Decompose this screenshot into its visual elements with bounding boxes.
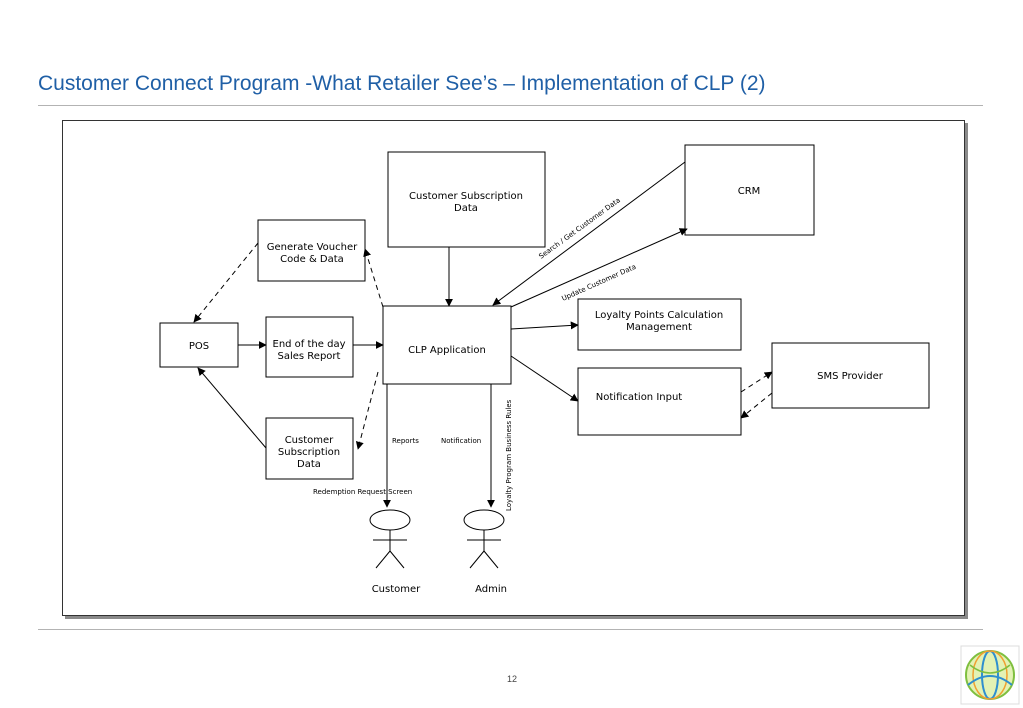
subscription-top-label-2: Data (454, 203, 478, 214)
node-customer-subscription-top: Customer Subscription Data (387, 151, 546, 248)
arrow-clp-to-notification (510, 355, 579, 402)
label-notification: Notification (441, 437, 481, 445)
generate-voucher-label-1: Generate Voucher (267, 242, 358, 253)
title-divider (38, 105, 983, 106)
label-redemption: Redemption Request Screen (313, 488, 412, 496)
node-clp-application: CLP Application (382, 305, 512, 385)
arrow-clp-to-loyalty (510, 321, 579, 330)
subscription-small-label-2: Subscription (278, 447, 340, 458)
crm-label: CRM (738, 186, 761, 197)
pos-label: POS (189, 341, 209, 352)
loyalty-points-label-2: Management (626, 322, 692, 333)
label-business-rules: Loyalty Program Business Rules (505, 399, 513, 511)
subscription-top-label-1: Customer Subscription (409, 191, 523, 202)
label-update-customer: Update Customer Data (561, 263, 638, 303)
label-reports: Reports (392, 437, 419, 445)
subscription-small-label-3: Data (297, 459, 321, 470)
dashed-voucher-to-pos (193, 242, 259, 323)
generate-voucher-label-2: Code & Data (280, 254, 344, 265)
page-number: 12 (506, 674, 517, 684)
label-search-get-customer: Search / Get Customer Data (537, 196, 621, 260)
end-of-day-label-2: Sales Report (278, 351, 341, 362)
node-generate-voucher: Generate Voucher Code & Data (257, 219, 366, 282)
node-pos: POS (159, 322, 239, 368)
clp-application-label: CLP Application (408, 345, 486, 356)
loyalty-points-label-1: Loyalty Points Calculation (595, 310, 723, 321)
notification-input-label: Notification Input (596, 392, 683, 403)
node-notification-input: Notification Input (577, 367, 742, 436)
node-customer-subscription-small: Customer Subscription Data (265, 417, 354, 480)
dashed-notification-to-sms (740, 371, 773, 393)
dashed-clp-to-voucher (363, 248, 384, 308)
actor-customer: Customer (369, 509, 421, 595)
sms-provider-label: SMS Provider (817, 371, 884, 382)
actor-admin: Admin (463, 509, 507, 595)
arrow-subscription-to-pos (197, 367, 267, 449)
slide-title: Customer Connect Program -What Retailer … (38, 72, 766, 95)
arrow-crm-to-clp (492, 161, 686, 306)
arrow-clp-to-crm (510, 228, 688, 308)
footer-divider (38, 629, 983, 630)
node-end-of-day: End of the day Sales Report (265, 316, 354, 378)
diagram-frame: POS Generate Voucher Code & Data End of … (62, 120, 965, 616)
subscription-small-label-1: Customer (285, 435, 334, 446)
end-of-day-label-1: End of the day (273, 339, 346, 350)
dashed-clp-to-subscription (355, 371, 379, 450)
dashed-sms-to-notification (740, 392, 773, 419)
node-sms-provider: SMS Provider (771, 342, 930, 409)
clp-diagram: POS Generate Voucher Code & Data End of … (159, 144, 930, 595)
node-loyalty-points: Loyalty Points Calculation Management (577, 298, 742, 351)
admin-actor-label: Admin (475, 584, 507, 595)
customer-actor-label: Customer (372, 584, 421, 595)
node-crm: CRM (684, 144, 815, 236)
company-logo (960, 645, 1020, 705)
